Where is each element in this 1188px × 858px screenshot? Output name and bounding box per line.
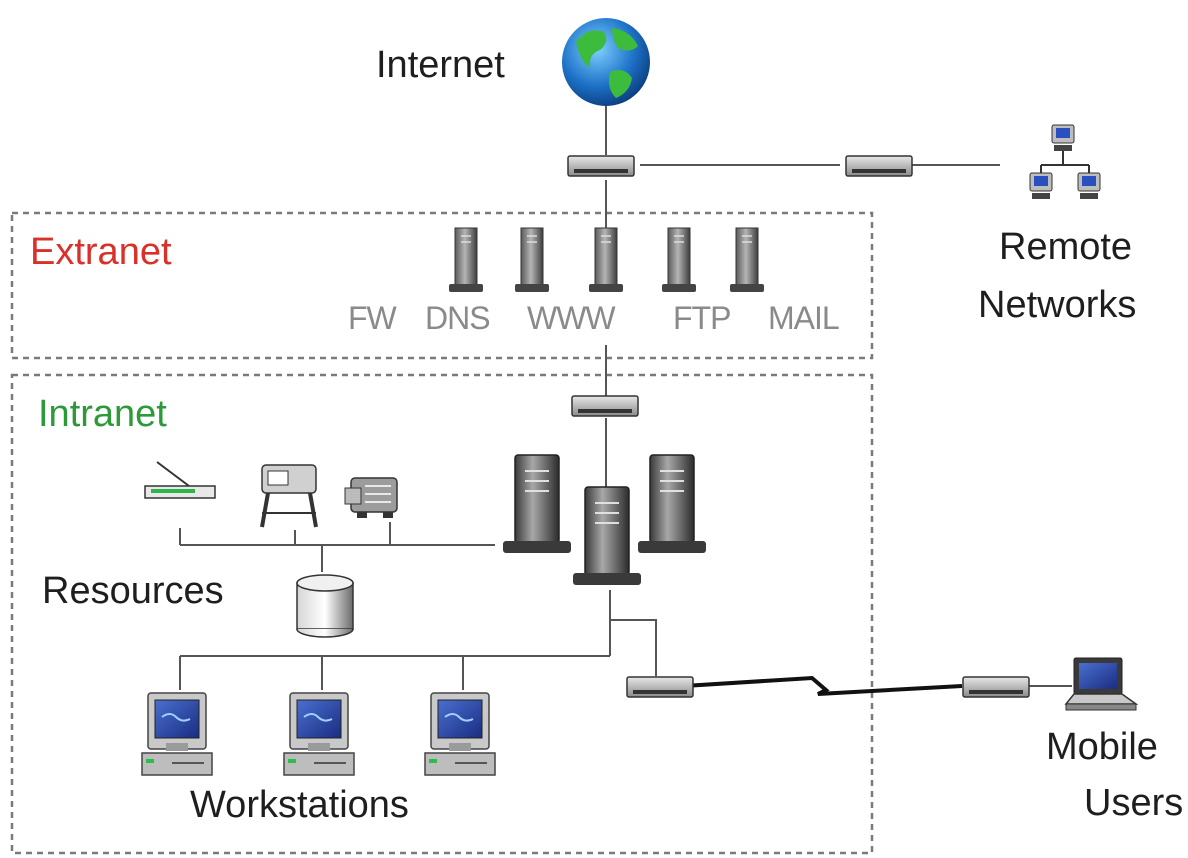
server-label-dns: DNS [425, 300, 491, 336]
laptop-icon [1064, 657, 1139, 711]
intranet-label: Intranet [38, 393, 167, 435]
server-label-fw: FW [348, 300, 397, 336]
network-links [179, 100, 1072, 690]
wan-link [683, 675, 963, 696]
workstation-icon [283, 692, 355, 776]
remote-networks-label-line2: Networks [978, 284, 1137, 326]
modem-icon [626, 676, 694, 698]
server-label-mail: MAIL [768, 300, 840, 336]
remote-networks-label-line1: Remote [999, 226, 1133, 268]
resources-label: Resources [42, 570, 224, 612]
mobile-users-label-line1: Mobile [1046, 726, 1158, 768]
server-tower-icon [729, 227, 765, 293]
server-icon [502, 454, 572, 554]
server-icon [637, 454, 707, 554]
modem-icon [962, 676, 1030, 698]
intranet-zone [10, 373, 874, 855]
printer-icon [344, 477, 398, 518]
server-tower-icon [661, 227, 697, 293]
plotter-icon [260, 464, 318, 528]
remote-networks-icon [1029, 124, 1101, 200]
workstation-icon [141, 692, 213, 776]
server-label-www: WWW [527, 300, 616, 336]
extranet-zone [10, 211, 874, 360]
server-tower-icon [588, 227, 624, 293]
scanner-icon [144, 461, 216, 499]
workstation-icon [424, 692, 496, 776]
router-icon [845, 155, 913, 177]
server-label-ftp: FTP [673, 300, 731, 336]
server-tower-icon [514, 227, 550, 293]
database-icon [296, 574, 354, 638]
globe-icon [562, 18, 650, 106]
internet-label: Internet [376, 44, 505, 86]
server-icon [572, 486, 642, 586]
router-icon [571, 395, 639, 417]
mobile-users-label-line2: Users [1084, 782, 1184, 824]
server-tower-icon [448, 227, 484, 293]
router-icon [567, 155, 635, 177]
workstations-label: Workstations [190, 784, 409, 826]
extranet-label: Extranet [30, 231, 172, 273]
